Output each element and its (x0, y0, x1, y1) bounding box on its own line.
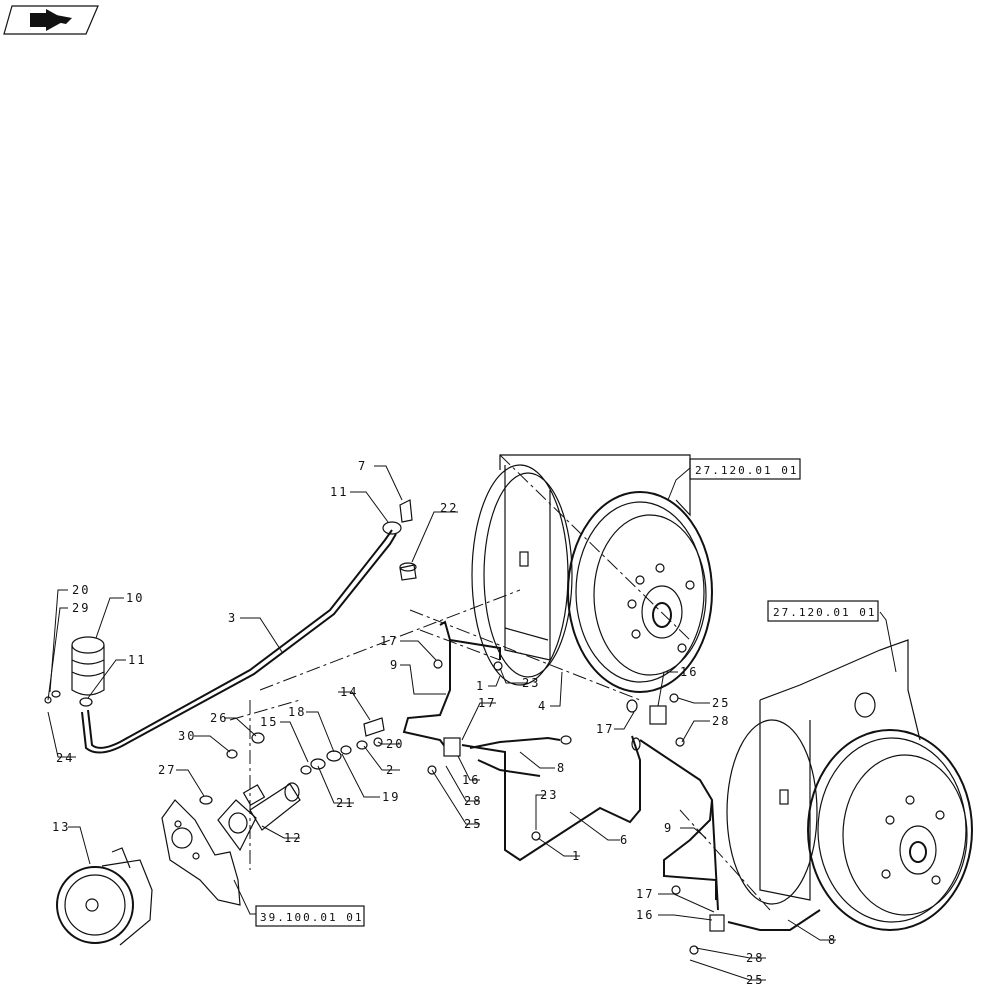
callout: 25 (712, 696, 730, 710)
callout: 8 (828, 933, 837, 947)
callout: 25 (464, 817, 482, 831)
book-arrow-icon[interactable] (3, 5, 99, 35)
callout: 11 (330, 485, 348, 499)
callout: 2 (386, 763, 395, 777)
callout: 17 (596, 722, 614, 736)
fitting-22 (399, 562, 417, 581)
callout: 22 (440, 501, 458, 515)
callout-labels: 7 11 22 20 29 10 11 3 24 17 9 23 1 4 16 … (52, 459, 837, 987)
callout: 20 (386, 737, 404, 751)
callout: 19 (382, 790, 400, 804)
callout: 25 (746, 973, 764, 987)
callout: 26 (210, 711, 228, 725)
ref-box-3[interactable]: 39.100.01 01 (255, 905, 365, 927)
hose-clamp-7 (382, 499, 413, 535)
callout: 11 (128, 653, 146, 667)
callout: 17 (478, 696, 496, 710)
svg-text:27.120.01 01: 27.120.01 01 (695, 464, 798, 477)
leader-lines (47, 465, 897, 981)
callout: 23 (540, 788, 558, 802)
callout: 28 (464, 794, 482, 808)
center-lines (229, 454, 771, 911)
callout: 27 (158, 763, 176, 777)
master-cylinder-12 (217, 782, 301, 852)
callout: 9 (390, 658, 399, 672)
callout: 10 (126, 591, 144, 605)
callout: 3 (228, 611, 237, 625)
ref-box-1[interactable]: 27.120.01 01 (689, 458, 801, 480)
callout: 7 (358, 459, 367, 473)
callout: 1 (572, 849, 581, 863)
callout: 23 (522, 676, 540, 690)
lower-tire-assembly (726, 639, 973, 931)
callout: 17 (380, 634, 398, 648)
callout: 24 (56, 751, 74, 765)
mounting-bracket (161, 799, 241, 906)
callout: 13 (52, 820, 70, 834)
callout: 28 (712, 714, 730, 728)
callout: 8 (557, 761, 566, 775)
ref-box-2[interactable]: 27.120.01 01 (767, 600, 879, 622)
callout: 14 (340, 685, 358, 699)
callout: 30 (178, 729, 196, 743)
callout: 1 (476, 679, 485, 693)
junction-blocks (427, 659, 725, 955)
callout: 17 (636, 887, 654, 901)
callout: 4 (538, 699, 547, 713)
brake-booster-13 (56, 847, 153, 946)
callout: 16 (636, 908, 654, 922)
callout: 29 (72, 601, 90, 615)
reservoir-10 (44, 636, 105, 707)
callout: 18 (288, 705, 306, 719)
callout: 6 (620, 833, 629, 847)
callout: 16 (680, 665, 698, 679)
small-fittings (199, 717, 385, 805)
svg-text:27.120.01 01: 27.120.01 01 (773, 606, 876, 619)
callout: 28 (746, 951, 764, 965)
upper-tire-assembly (471, 454, 713, 693)
callout: 9 (664, 821, 673, 835)
callout: 16 (462, 773, 480, 787)
brake-lines (402, 620, 821, 931)
hose-3 (81, 529, 397, 754)
callout: 15 (260, 715, 278, 729)
callout: 21 (336, 796, 354, 810)
svg-text:39.100.01 01: 39.100.01 01 (260, 911, 363, 924)
callout: 20 (72, 583, 90, 597)
callout: 12 (284, 831, 302, 845)
